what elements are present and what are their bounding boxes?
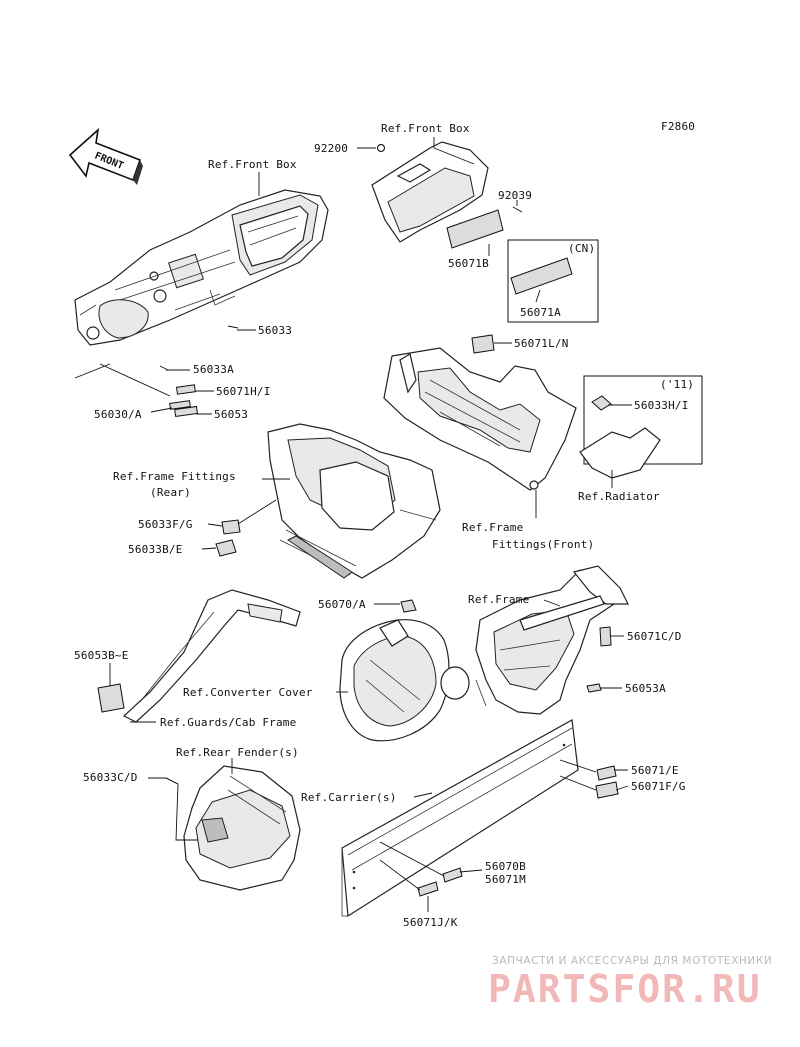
label-56070A: 56070/A: [318, 598, 366, 611]
label-56053: 56053: [214, 408, 248, 421]
decal-56071FG: [595, 781, 619, 799]
main-frame-drawing: [475, 565, 629, 715]
watermark-brand: PARTSFOR.RU: [488, 967, 762, 1011]
label-56033HI: 56033H/I: [634, 399, 689, 412]
label-56071HI: 56071H/I: [216, 385, 271, 398]
label-92039: 92039: [498, 189, 532, 202]
decal-56071B: [446, 209, 504, 249]
decal-56070B: [442, 867, 463, 883]
decal-56030A: [169, 400, 199, 418]
decal-56071A-box: [507, 239, 599, 323]
frame-fittings-front-drawing: [383, 347, 577, 491]
label-56070B: 56070B: [485, 860, 526, 873]
watermark: ЗАПЧАСТИ И АКСЕССУАРЫ ДЛЯ МОТОТЕХНИКИ PA…: [488, 955, 772, 1011]
callout-labels: 92200 Ref.Front Box Ref.Front Box 92039 …: [74, 122, 694, 929]
label-cn: (CN): [568, 242, 595, 255]
radiator-bracket-drawing: [579, 375, 703, 479]
dashboard-panel-drawing: [74, 189, 329, 346]
decal-56071JK: [417, 881, 439, 897]
label-56053BE: 56053B~E: [74, 649, 129, 662]
label-56053A: 56053A: [625, 682, 666, 695]
label-ref-frame-fittings-rear-2: (Rear): [150, 486, 191, 499]
label-56033FG: 56033F/G: [138, 518, 193, 531]
label-ref-guards-cab-frame: Ref.Guards/Cab Frame: [160, 716, 296, 729]
decal-56071E: [596, 765, 617, 781]
label-ref-frame: Ref.Frame: [468, 593, 529, 606]
label-ref-front-box-left: Ref.Front Box: [208, 158, 297, 171]
label-92200: 92200: [314, 142, 348, 155]
guards-cab-frame-drawing: [122, 589, 301, 723]
label-ref-frame-fittings-front-2: Fittings(Front): [492, 538, 594, 551]
label-56033A: 56033A: [193, 363, 234, 376]
label-ref-radiator: Ref.Radiator: [578, 490, 660, 503]
label-56071E: 56071/E: [631, 764, 679, 777]
carrier-panel-drawing: [341, 719, 579, 918]
label-56071A: 56071A: [520, 306, 561, 319]
clip-56033A: [159, 365, 169, 371]
decal-56033BE: [215, 539, 237, 557]
frame-fittings-rear-drawing: [267, 423, 441, 579]
label-56033BE: 56033B/E: [128, 543, 183, 556]
label-56030A: 56030/A: [94, 408, 142, 421]
label-56071LN: 56071L/N: [514, 337, 569, 350]
watermark-tagline: ЗАПЧАСТИ И АКСЕССУАРЫ ДЛЯ МОТОТЕХНИКИ: [492, 955, 772, 967]
pin-92039: [512, 206, 523, 213]
figure-code: F2860: [661, 120, 695, 133]
label-56071FG: 56071F/G: [631, 780, 686, 793]
decal-56033FG: [221, 519, 241, 535]
decal-56070A: [400, 599, 417, 613]
label-ref-front-box-top: Ref.Front Box: [381, 122, 470, 135]
label-56071CD: 56071C/D: [627, 630, 682, 643]
leader-lines: [74, 137, 632, 912]
label-ref-carriers: Ref.Carrier(s): [301, 791, 397, 804]
decal-56071HI: [175, 384, 196, 395]
label-56033CD: 56033C/D: [83, 771, 138, 784]
decal-56053A: [586, 683, 602, 693]
label-ref-rear-fender: Ref.Rear Fender(s): [176, 746, 299, 759]
label-ref-frame-fittings-front: Ref.Frame: [462, 521, 523, 534]
label-56033: 56033: [258, 324, 292, 337]
label-ref-frame-fittings-rear: Ref.Frame Fittings: [113, 470, 236, 483]
front-arrow-icon: FRONT: [68, 127, 143, 185]
converter-cover-drawing: [339, 619, 470, 742]
rear-fender-drawing: [183, 765, 301, 891]
decal-56053BE: [97, 683, 125, 713]
decal-56071LN: [471, 334, 495, 354]
label-year-11: ('11): [660, 378, 694, 391]
front-box-lid-drawing: [371, 141, 489, 243]
clip-56033: [227, 325, 239, 329]
label-ref-converter-cover: Ref.Converter Cover: [183, 686, 313, 699]
label-56071B: 56071B: [448, 257, 489, 270]
label-56071M: 56071M: [485, 873, 526, 886]
label-56071JK: 56071J/K: [403, 916, 458, 929]
decal-56071CD: [599, 626, 612, 647]
